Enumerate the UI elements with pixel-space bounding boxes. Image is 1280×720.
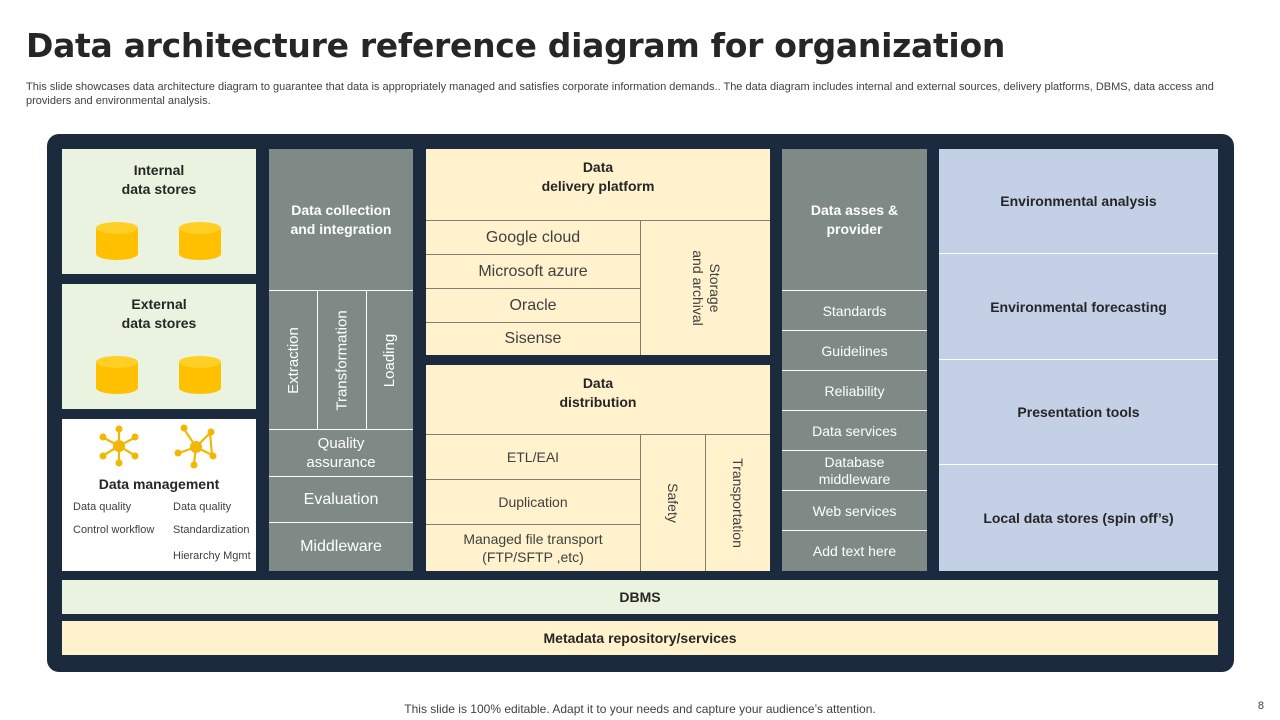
quality-assurance: Quality assurance (269, 429, 413, 477)
page-number: 8 (1257, 700, 1264, 712)
delivery-item: Oracle (426, 289, 640, 323)
delivery-item: Google cloud (426, 221, 640, 255)
database-icon (179, 356, 221, 394)
data-collection-integration: Data collection and integration Extracti… (269, 149, 413, 571)
database-icon (96, 222, 138, 260)
transformation-step: Transformation (333, 309, 351, 411)
dbms-bar: DBMS (62, 580, 1218, 614)
access-item: Reliability (782, 371, 927, 411)
data-management-title: Data management (98, 476, 220, 492)
transportation: Transportation (730, 458, 746, 548)
data-distribution: Data distribution ETL/EAI Duplication Ma… (426, 365, 770, 571)
external-data-stores-label: External data stores (121, 296, 197, 331)
dm-item: Data quality (73, 501, 132, 513)
dm-item: Control workflow (73, 524, 155, 536)
access-item: Guidelines (782, 331, 927, 371)
delivery-item: Microsoft azure (426, 255, 640, 289)
dm-item: Standardization (173, 524, 250, 536)
internal-data-stores: Internal data stores (62, 149, 256, 274)
data-access-provider: Data asses & provider Standards Guidelin… (782, 149, 927, 571)
diagram-frame: Internal data stores External data store… (47, 134, 1234, 672)
network-hub-icon (174, 424, 217, 469)
access-item: Standards (782, 291, 927, 331)
web-services: Web services (782, 491, 927, 531)
footer-note: This slide is 100% editable. Adapt it to… (404, 702, 876, 716)
managed-file-transport: Managed file transport (FTP/SFTP ,etc) (463, 531, 603, 565)
env-item: Environmental analysis (939, 149, 1218, 254)
env-item: Environmental forecasting (939, 254, 1218, 360)
metadata-bar: Metadata repository/services (62, 621, 1218, 655)
env-item: Local data stores (spin off’s) (983, 510, 1174, 526)
middleware: Middleware (300, 538, 382, 555)
add-text-here: Add text here (812, 543, 897, 559)
extraction-step: Extraction (284, 326, 302, 394)
internal-data-stores-label: Internal data stores (121, 162, 197, 197)
network-hub-icon (99, 425, 139, 467)
data-access-title: Data asses & provider (810, 202, 899, 237)
database-icon (179, 222, 221, 260)
environment-column: Environmental analysis Environmental for… (939, 149, 1218, 571)
dm-item: Data quality (173, 501, 232, 513)
dm-item: Hierarchy Mgmt (173, 550, 251, 562)
data-delivery-platform: Data delivery platform Google cloud Micr… (426, 149, 770, 355)
database-icon (96, 356, 138, 394)
page-subtitle: This slide showcases data architecture d… (26, 81, 1214, 107)
delivery-item: Sisense (504, 330, 562, 347)
data-collection-title: Data collection and integration (290, 202, 392, 237)
distribution-title: Data distribution (559, 375, 637, 410)
delivery-title: Data delivery platform (541, 159, 655, 194)
loading-step: Loading (381, 333, 399, 387)
duplication: Duplication (426, 480, 640, 525)
database-middleware: Database middleware (782, 451, 927, 491)
data-management: Data management Data quality Data qualit… (62, 419, 256, 571)
page-title: Data architecture reference diagram for … (26, 26, 1006, 65)
env-item: Presentation tools (939, 360, 1218, 465)
access-item: Data services (782, 411, 927, 451)
etl-eai: ETL/EAI (426, 435, 640, 480)
external-data-stores: External data stores (62, 284, 256, 409)
evaluation: Evaluation (269, 477, 413, 523)
safety: Safety (664, 483, 681, 523)
